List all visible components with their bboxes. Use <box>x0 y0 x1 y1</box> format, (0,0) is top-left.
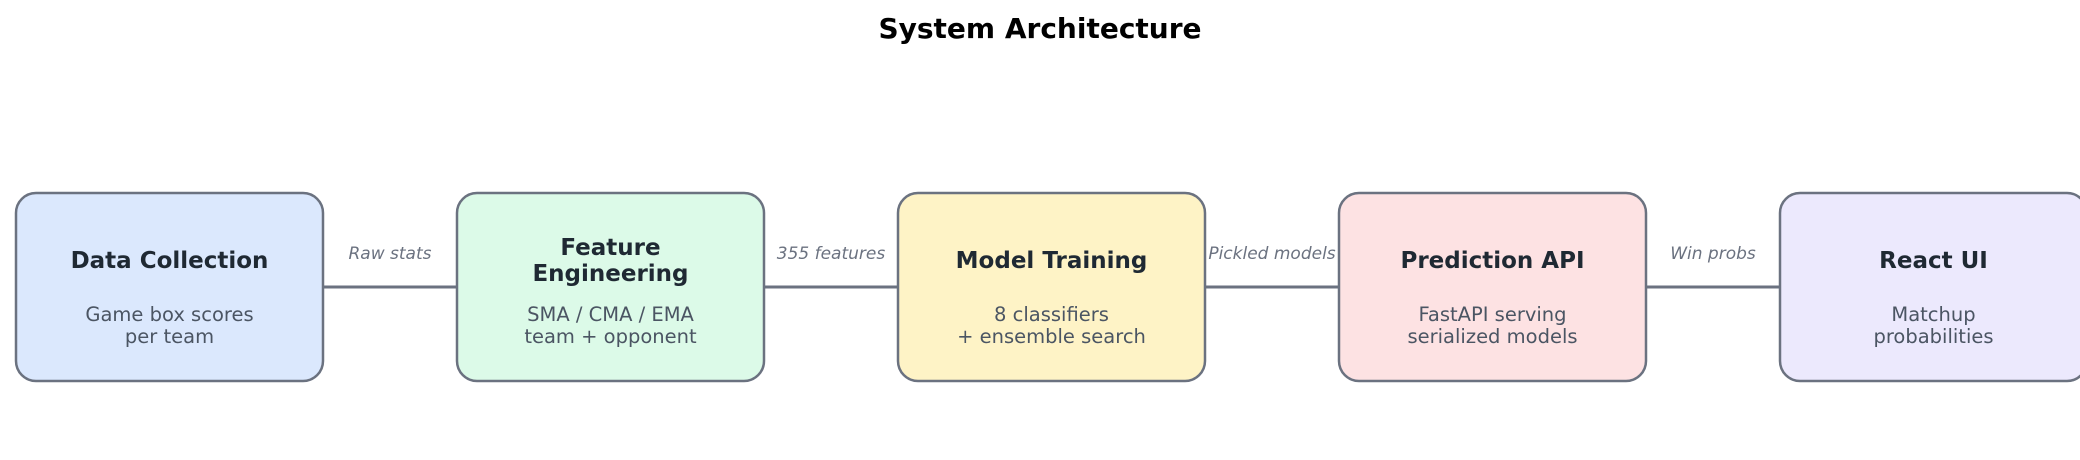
stage-box-rect <box>1778 191 2080 383</box>
stage-subtitle: probabilities <box>1873 325 1993 348</box>
stage-subtitle: SMA / CMA / EMA <box>527 303 694 326</box>
stage-subtitle: Game box scores <box>85 303 253 326</box>
stage-title: Data Collection <box>71 248 269 274</box>
edges-layer: Raw stats 355 features Pickled models Win p… <box>303 244 1796 287</box>
stage-title: Model Training <box>956 248 1148 274</box>
flow-edge: Win probs <box>1626 244 1796 287</box>
edge-label: Pickled models <box>1208 244 1335 264</box>
stage-box-rect <box>455 191 766 383</box>
flow-edge: Raw stats <box>303 244 473 287</box>
diagram-title: System Architecture <box>878 12 1201 45</box>
flow-edge: Pickled models <box>1185 244 1355 287</box>
flow-edge: 355 features <box>744 244 914 287</box>
edge-label: Win probs <box>1670 244 1756 264</box>
stage-title: React UI <box>1879 248 1988 274</box>
stage-subtitle: 8 classifiers <box>994 303 1109 326</box>
stage-subtitle: + ensemble search <box>957 325 1146 348</box>
stage-box-rect <box>1337 191 1648 383</box>
stage-title: Feature <box>560 235 660 261</box>
stage-subtitle: team + opponent <box>524 325 697 348</box>
edge-label: Raw stats <box>349 244 432 264</box>
stage-box: Prediction API FastAPI servingserialized … <box>1337 191 1648 383</box>
stage-subtitle: per team <box>125 325 214 348</box>
stage-title: Engineering <box>532 261 688 287</box>
stage-box: Model Training 8 classifiers+ ensemble se… <box>896 191 1207 383</box>
stage-box-rect <box>14 191 325 383</box>
stage-subtitle: serialized models <box>1407 325 1577 348</box>
stage-subtitle: Matchup <box>1891 303 1975 326</box>
stage-box-rect <box>896 191 1207 383</box>
stage-subtitle: FastAPI serving <box>1418 303 1566 326</box>
edge-label: 355 features <box>777 244 886 264</box>
stage-title: Prediction API <box>1400 248 1584 274</box>
